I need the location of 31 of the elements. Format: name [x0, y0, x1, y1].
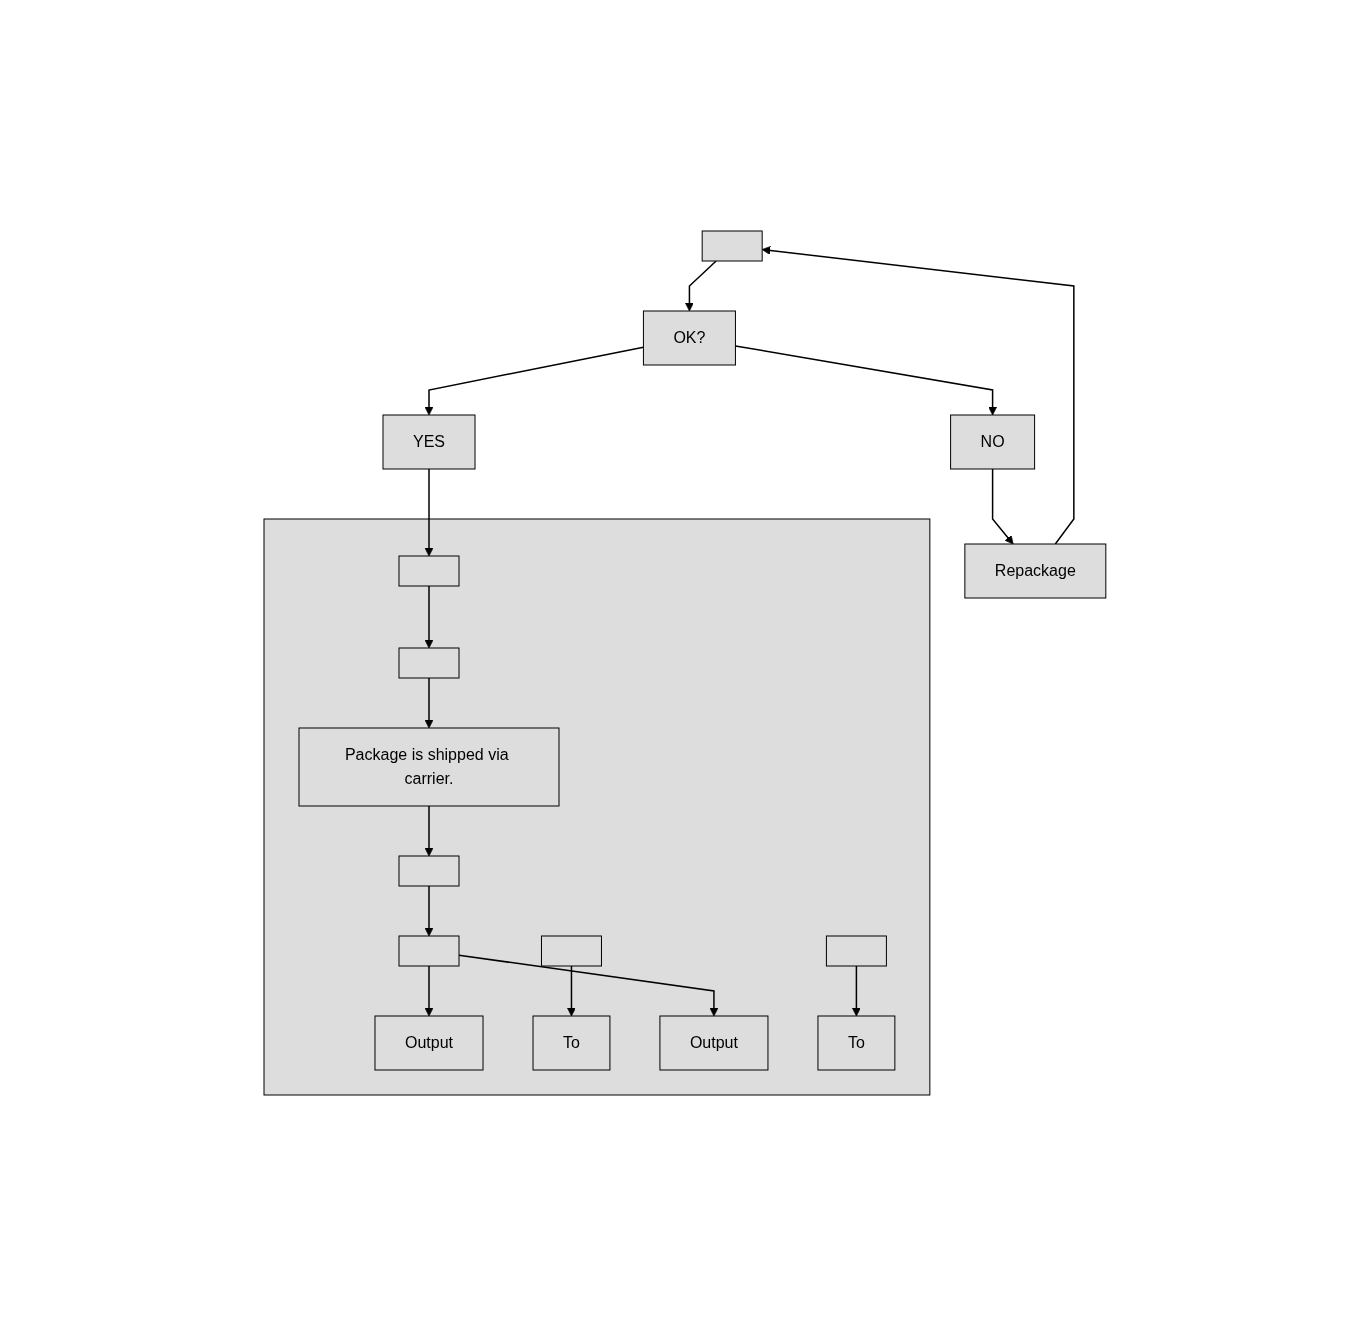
- arrow: [424, 346, 644, 416]
- cluster: [263, 518, 930, 1096]
- arrow: [566, 965, 576, 1017]
- node-box: [398, 855, 460, 887]
- arrow: [424, 468, 433, 557]
- arrow: [424, 965, 433, 1017]
- arrow: [424, 805, 433, 857]
- node-box: [540, 935, 602, 967]
- arrow: [761, 246, 1075, 545]
- node-box: [398, 647, 460, 679]
- arrow: [424, 585, 433, 649]
- arrow: [424, 885, 433, 937]
- node-box: [398, 555, 460, 587]
- node-box: To: [817, 1015, 895, 1071]
- node-box: YES: [382, 414, 476, 470]
- node-box: OK?: [642, 310, 736, 366]
- node-box: Package is shipped via carrier.: [298, 727, 560, 807]
- node-box: Repackage: [963, 543, 1106, 599]
- arrow: [991, 468, 1014, 545]
- node-box: Output: [659, 1015, 769, 1071]
- arrow: [684, 260, 717, 312]
- node-box: Output: [374, 1015, 484, 1071]
- arrow: [851, 965, 861, 1017]
- arrow: [734, 345, 997, 416]
- arrow: [424, 677, 433, 729]
- node-box: NO: [949, 414, 1035, 470]
- node-box: [398, 935, 460, 967]
- node-box: To: [532, 1015, 610, 1071]
- arrow: [457, 954, 718, 1017]
- node-box: [701, 230, 763, 262]
- node-box: [825, 935, 887, 967]
